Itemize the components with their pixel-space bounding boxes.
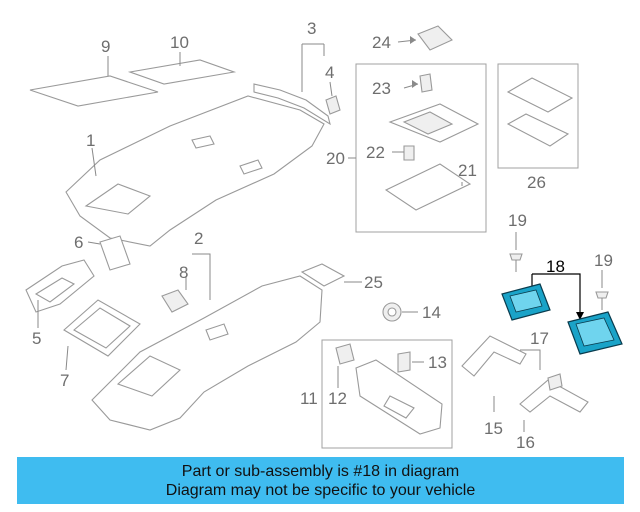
part-12-clip <box>335 343 355 365</box>
part-5-console <box>25 259 95 313</box>
part-9-panel <box>29 75 159 107</box>
part-25-lamp <box>300 263 346 287</box>
part-7-frame <box>63 299 141 357</box>
callout-16: 16 <box>516 433 535 452</box>
callout-5: 5 <box>32 329 41 348</box>
part-3-trim-strip <box>253 83 331 126</box>
part-20-lamp-assembly <box>388 103 480 143</box>
part-15-grab-handle <box>461 335 527 377</box>
callout-2: 2 <box>194 229 203 248</box>
part-6-lamp <box>99 235 131 271</box>
callout-24: 24 <box>372 33 391 52</box>
callout-20: 20 <box>326 149 345 168</box>
part-22-bulb <box>403 145 415 161</box>
part-1-headliner-upper <box>65 95 325 247</box>
callout-3: 3 <box>307 19 316 38</box>
part-13-clip <box>397 351 411 373</box>
part-19-screw-left <box>509 253 523 272</box>
part-24-lamp <box>417 25 453 51</box>
callout-13: 13 <box>428 353 447 372</box>
callout-10: 10 <box>170 33 189 52</box>
part-18-highlight-left <box>501 283 551 321</box>
part-8-bracket <box>161 289 189 313</box>
callout-12: 12 <box>328 389 347 408</box>
callout-15: 15 <box>484 419 503 438</box>
part-19-screw-right <box>595 291 609 310</box>
banner-line-1: Part or sub-assembly is #18 in diagram <box>181 462 460 480</box>
part-4-clip <box>325 95 341 115</box>
part-18-highlight-right <box>567 311 623 355</box>
callout-9: 9 <box>101 37 110 56</box>
part-14-grommet <box>382 302 402 322</box>
callout-14: 14 <box>422 303 441 322</box>
callout-23: 23 <box>372 79 391 98</box>
part-2-headliner-lower <box>91 275 323 431</box>
group-11-box <box>321 339 453 449</box>
info-banner: Part or sub-assembly is #18 in diagram D… <box>17 457 624 504</box>
callout-11: 11 <box>300 389 318 408</box>
callout-17: 17 <box>530 329 549 348</box>
callout-19-right: 19 <box>594 251 613 270</box>
callout-19-left: 19 <box>508 211 527 230</box>
part-21-lens <box>384 163 472 211</box>
callout-18: 18 <box>546 257 565 276</box>
group-26-box <box>497 63 579 169</box>
callout-22: 22 <box>366 143 385 162</box>
banner-line-2: Diagram may not be specific to your vehi… <box>165 481 476 499</box>
part-10-panel <box>127 59 237 85</box>
callout-26: 26 <box>527 173 546 192</box>
part-17-clip <box>547 373 563 391</box>
part-26-lamp <box>506 77 574 147</box>
part-11-sunvisor <box>355 359 443 435</box>
callout-8: 8 <box>179 263 188 282</box>
group-20-box <box>355 63 487 233</box>
callout-21: 21 <box>458 161 477 180</box>
callout-4: 4 <box>325 63 334 82</box>
callout-6: 6 <box>74 233 83 252</box>
part-23-bulb <box>419 73 433 93</box>
callout-1: 1 <box>86 131 95 150</box>
callout-7: 7 <box>60 371 69 390</box>
callout-25: 25 <box>364 273 383 292</box>
